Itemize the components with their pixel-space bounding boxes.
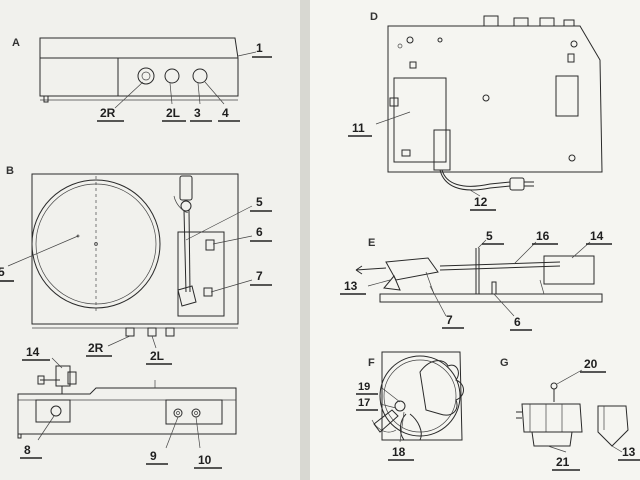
callout-4: 4	[222, 106, 229, 120]
callout-6-e: 6	[514, 315, 521, 329]
callout-13-g: 13	[622, 445, 636, 459]
section-letter-a: A	[12, 37, 20, 49]
callout-2l-b: 2L	[150, 349, 164, 363]
figure-g-cartridge	[516, 382, 629, 447]
callout-21: 21	[556, 455, 570, 469]
callout-19: 19	[358, 381, 370, 393]
section-letter-f: F	[368, 357, 375, 369]
callouts-a: 1 2R 2L 3 4	[97, 41, 272, 122]
callout-5-left: 5	[0, 265, 5, 279]
callout-14-e: 14	[590, 229, 604, 243]
callouts-b: 5 6 7 5 2R 2L	[0, 195, 272, 365]
callouts-e: 5 16 14 13 7 6	[340, 229, 612, 331]
figure-b-top-view	[31, 173, 239, 337]
figure-d-bottom-view	[387, 15, 603, 191]
callout-2r: 2R	[100, 106, 116, 120]
callouts-f: 19 17 18	[356, 381, 414, 461]
callout-3: 3	[194, 106, 201, 120]
figure-f-platter-hands	[371, 351, 464, 441]
callout-5: 5	[256, 195, 263, 209]
callout-9: 9	[150, 449, 157, 463]
section-letter-d: D	[370, 11, 378, 23]
callouts-g: 20 21 13	[547, 357, 640, 471]
callout-1: 1	[256, 41, 263, 55]
callout-7: 7	[256, 269, 263, 283]
callout-5-e: 5	[486, 229, 493, 243]
section-letter-g: G	[500, 357, 509, 369]
page-gutter	[300, 0, 310, 480]
callout-20: 20	[584, 357, 598, 371]
callout-16: 16	[536, 229, 550, 243]
callout-8: 8	[24, 443, 31, 457]
callout-13: 13	[344, 279, 358, 293]
callout-10: 10	[198, 453, 212, 467]
callout-17: 17	[358, 397, 370, 409]
figure-e-tonearm-side	[355, 248, 603, 303]
callout-14: 14	[26, 345, 40, 359]
figure-c-side-view	[17, 365, 237, 439]
callout-2l: 2L	[166, 106, 180, 120]
right-page	[307, 0, 640, 480]
callout-18: 18	[392, 445, 406, 459]
callouts-d: 11 12	[348, 111, 496, 211]
callout-12: 12	[474, 195, 488, 209]
callouts-c: 14 8 9 10	[20, 345, 222, 469]
figure-a-front-view	[39, 37, 239, 103]
callout-7-e: 7	[446, 313, 453, 327]
callout-2r-b: 2R	[88, 341, 104, 355]
section-letter-e: E	[368, 237, 375, 249]
callout-11: 11	[352, 121, 365, 135]
section-letter-b: B	[6, 165, 14, 177]
callout-6: 6	[256, 225, 263, 239]
